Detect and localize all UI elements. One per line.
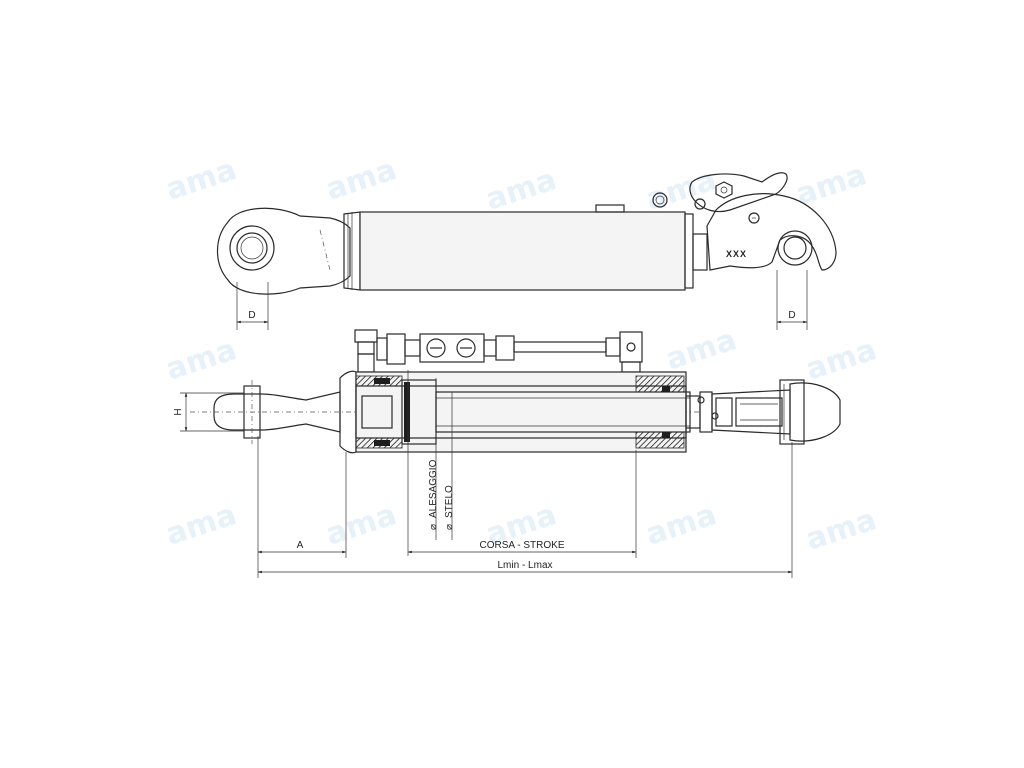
hex-nut [715,181,733,199]
top-view: XXX D D [217,172,837,330]
watermark-logo: ama [162,152,241,207]
barrel-port [595,204,625,213]
cylinder-barrel-section [355,371,687,453]
watermark-logo: ama [322,497,401,552]
dimension-label-d: D [248,310,255,321]
section-view: H [173,329,841,454]
quick-coupler-hook: XXX [689,172,837,271]
dimension-d-left: D [236,282,269,330]
rear-eye-bore [229,225,275,271]
dimension-label-d: D [788,310,795,321]
watermark-logo: ama [802,502,881,557]
hook-marking: XXX [726,249,747,259]
watermark-logo: ama [322,152,401,207]
watermark-logo: ama [162,332,241,387]
valve-block [419,333,485,363]
watermark-logo: ama [802,332,881,387]
watermark-logo: ama [792,157,871,212]
hook-end-side [697,379,841,445]
watermark-logo: ama [482,162,561,217]
lifting-ring [652,192,668,208]
dimension-d-right: D [776,270,808,330]
watermark-logo: ama [662,322,741,377]
rod-label: STELO [444,485,455,518]
hydraulic-lock-valve [354,329,643,373]
bottom-dimensions: A CORSA - STROKE Lmin - Lmax [257,436,793,578]
piston-rod [692,233,708,271]
hook-pin-bore [777,230,813,266]
dimension-label-stroke: CORSA - STROKE [479,540,564,551]
watermark-logo: ama [642,497,721,552]
rod-diameter-symbol: ⌀ [444,524,455,530]
watermark-logo: ama [642,162,721,217]
watermark-logo: ama [162,497,241,552]
dimension-h: H [173,392,244,432]
cylinder-barrel [359,211,686,291]
rear-eye-end [217,207,361,295]
dimension-label-h: H [173,408,184,415]
bore-rod-labels: ⌀ ALESAGGIO ⌀ STELO [407,370,455,556]
front-gland-hatched [635,375,685,393]
dimension-label-length: Lmin - Lmax [497,560,552,571]
bore-label: ALESAGGIO [428,459,439,518]
dimension-label-a: A [297,540,304,551]
hydraulic-pipe [513,341,607,353]
bore-diameter-symbol: ⌀ [428,524,439,530]
